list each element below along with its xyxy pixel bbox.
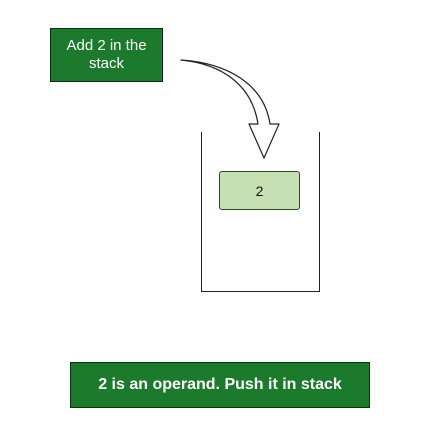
caption: 2 is an operand. Push it in stack [70, 362, 370, 408]
stack-item-value: 2 [255, 182, 264, 199]
caption-text: 2 is an operand. Push it in stack [98, 376, 342, 393]
push-arrow-icon [180, 59, 280, 159]
step-label-text: Add 2 in the stack [66, 37, 147, 72]
stack-container [201, 132, 320, 292]
step-label: Add 2 in the stack [50, 28, 163, 82]
stack-item: 2 [219, 171, 300, 210]
